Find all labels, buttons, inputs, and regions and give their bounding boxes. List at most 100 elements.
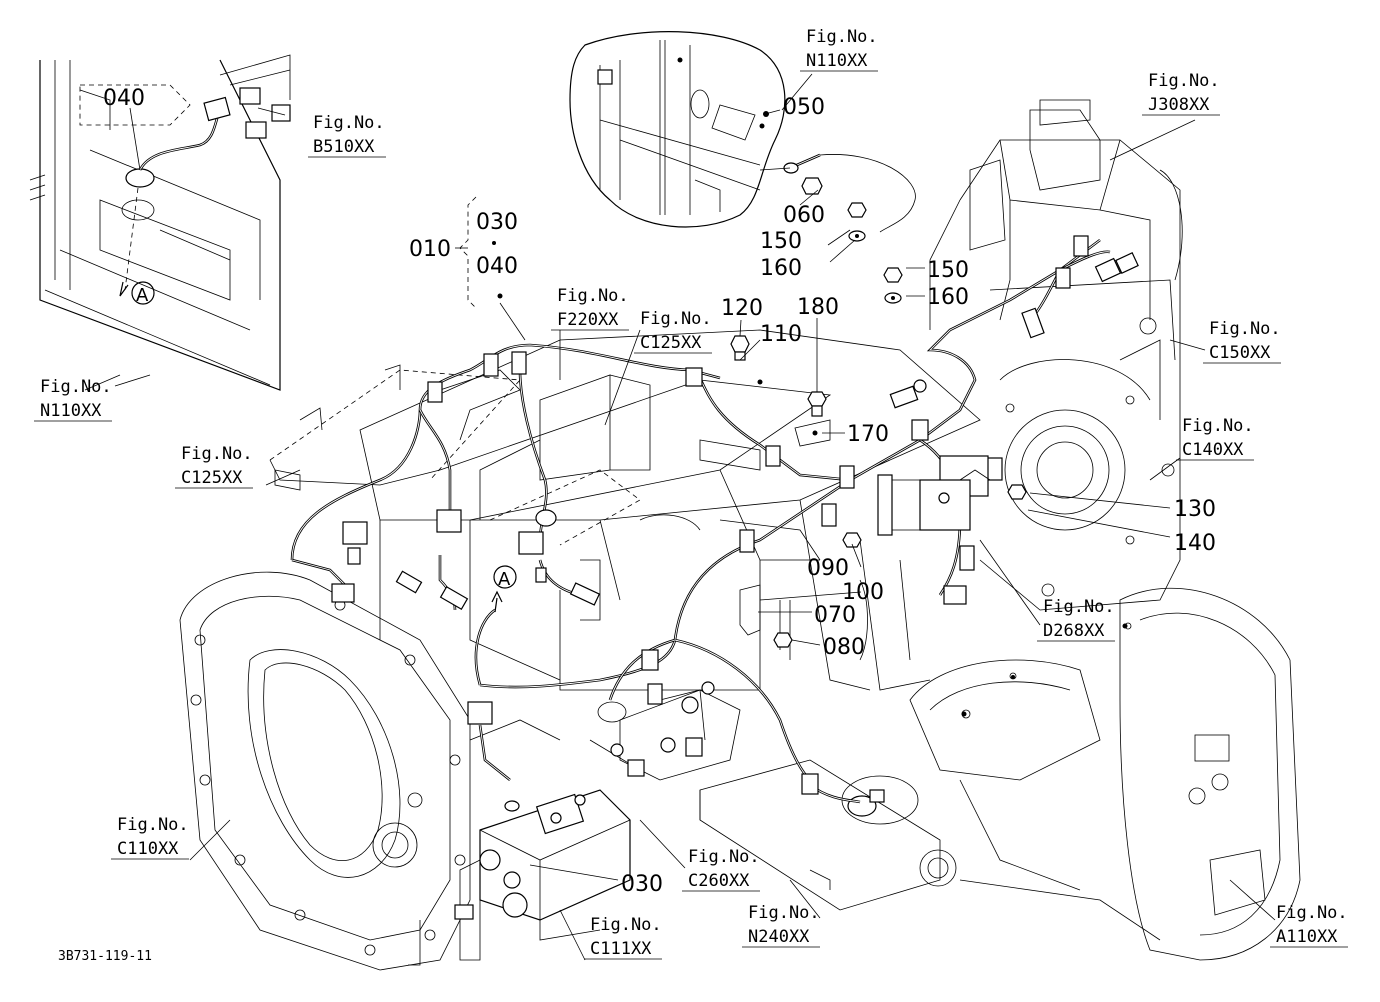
svg-text:N110XX: N110XX xyxy=(806,51,868,71)
fig-ref-f220: Fig.No. F220XX xyxy=(551,286,629,331)
part-030-group: 030 xyxy=(476,210,518,235)
fig-ref-b510: Fig.No. B510XX xyxy=(308,113,386,158)
fig-ref-c260: Fig.No. C260XX xyxy=(682,847,760,892)
part-030: 030 xyxy=(621,872,663,897)
clamp-11 xyxy=(911,419,929,441)
svg-text:A110XX: A110XX xyxy=(1276,927,1338,947)
connector-inset-4 xyxy=(271,104,291,122)
svg-text:N240XX: N240XX xyxy=(748,927,810,947)
bolt-080 xyxy=(773,632,793,648)
clamp-2 xyxy=(511,351,527,375)
svg-text:Fig.No.: Fig.No. xyxy=(1148,71,1220,91)
fig-ref-n240: Fig.No. N240XX xyxy=(742,903,820,948)
svg-text:C125XX: C125XX xyxy=(640,333,702,353)
svg-text:B510XX: B510XX xyxy=(313,137,375,157)
connector-h xyxy=(1094,257,1122,283)
svg-text:Fig.No.: Fig.No. xyxy=(688,847,760,867)
part-140: 140 xyxy=(1174,531,1216,556)
clamp-7 xyxy=(739,529,755,553)
clamp-1 xyxy=(483,353,499,377)
connector-a xyxy=(342,521,368,545)
svg-text:C110XX: C110XX xyxy=(117,839,179,859)
svg-text:Fig.No.: Fig.No. xyxy=(1209,319,1281,339)
inset-top-center xyxy=(569,31,916,233)
svg-text:D268XX: D268XX xyxy=(1043,621,1105,641)
clamp-10 xyxy=(801,773,819,795)
valve-block xyxy=(454,681,741,961)
svg-text:Fig.No.: Fig.No. xyxy=(1182,416,1254,436)
transmission-housing xyxy=(359,99,1183,691)
part-010: 010 xyxy=(409,237,451,262)
part-110: 110 xyxy=(760,322,802,347)
svg-text:Fig.No.: Fig.No. xyxy=(557,286,629,306)
clamp-8 xyxy=(821,503,837,527)
clamp-13 xyxy=(1073,235,1089,257)
connector-f xyxy=(943,585,967,605)
svg-text:C125XX: C125XX xyxy=(181,468,243,488)
callout-a-main xyxy=(493,565,517,589)
part-040-inset: 040 xyxy=(103,86,145,111)
svg-text:J308XX: J308XX xyxy=(1148,95,1210,115)
connector-inset-2 xyxy=(239,87,261,105)
fig-ref-c140: Fig.No. C140XX xyxy=(1176,416,1254,461)
callout-a-inset xyxy=(131,281,155,305)
clamp-4 xyxy=(685,367,703,387)
clutch-housing xyxy=(179,571,561,971)
part-130: 130 xyxy=(1174,497,1216,522)
fig-ref-c110: Fig.No. C110XX xyxy=(111,815,189,860)
svg-text:C140XX: C140XX xyxy=(1182,440,1244,460)
svg-text:Fig.No.: Fig.No. xyxy=(40,377,112,397)
fig-ref-c150: Fig.No. C150XX xyxy=(1203,319,1281,364)
bracket-170 xyxy=(794,419,831,447)
drawing-code: 3B731-119-11 xyxy=(58,949,152,964)
svg-text:Fig.No.: Fig.No. xyxy=(1043,597,1115,617)
svg-text:Fig.No.: Fig.No. xyxy=(806,27,878,47)
rear-axle xyxy=(699,587,1301,961)
part-090: 090 xyxy=(807,556,849,581)
grommet-040 xyxy=(125,168,155,188)
part-150b: 150 xyxy=(927,258,969,283)
part-100: 100 xyxy=(842,580,884,605)
svg-text:C150XX: C150XX xyxy=(1209,343,1271,363)
label-box-040 xyxy=(79,84,191,126)
clamp-14 xyxy=(1055,267,1071,289)
fig-ref-j308: Fig.No. J308XX xyxy=(1142,71,1220,116)
part-050: 050 xyxy=(783,95,825,120)
bolt-150b xyxy=(883,267,903,283)
part-labels: 010 030 040 050 060 150 160 150 160 120 … xyxy=(409,95,1216,897)
bolt-060 xyxy=(801,177,823,195)
fig-ref-c125-top: Fig.No. C125XX xyxy=(634,309,712,354)
connector-inset-1 xyxy=(203,96,231,122)
svg-text:Fig.No.: Fig.No. xyxy=(117,815,189,835)
part-120: 120 xyxy=(721,296,763,321)
fig-ref-c125-left: Fig.No. C125XX xyxy=(175,444,253,489)
svg-text:Fig.No.: Fig.No. xyxy=(748,903,820,923)
svg-text:C260XX: C260XX xyxy=(688,871,750,891)
callout-a-inset-text: A xyxy=(136,285,149,306)
connector-b xyxy=(436,509,462,533)
part-150a: 150 xyxy=(760,229,802,254)
svg-text:Fig.No.: Fig.No. xyxy=(181,444,253,464)
clamp-3 xyxy=(427,381,443,403)
callout-a-main-text: A xyxy=(498,569,511,590)
connector-g xyxy=(1021,307,1045,339)
part-080: 080 xyxy=(823,635,865,660)
connector-d xyxy=(467,701,493,725)
svg-text:Fig.No.: Fig.No. xyxy=(1276,903,1348,923)
part-070: 070 xyxy=(814,603,856,628)
svg-text:C111XX: C111XX xyxy=(590,939,652,959)
part-170: 170 xyxy=(847,422,889,447)
connector-inset-3 xyxy=(245,121,267,139)
fig-ref-n110-left: Fig.No. N110XX xyxy=(34,377,112,422)
part-160a: 160 xyxy=(760,256,802,281)
svg-text:Fig.No.: Fig.No. xyxy=(640,309,712,329)
clamp-5 xyxy=(765,445,781,467)
bolt-130 xyxy=(1007,484,1027,500)
part-040-group: 040 xyxy=(476,254,518,279)
connector-c xyxy=(518,531,544,555)
figure-refs: Fig.No. B510XX Fig.No. N110XX Fig.No. J3… xyxy=(34,27,1348,960)
connector-e xyxy=(331,583,355,603)
bolt-180 xyxy=(807,391,827,407)
